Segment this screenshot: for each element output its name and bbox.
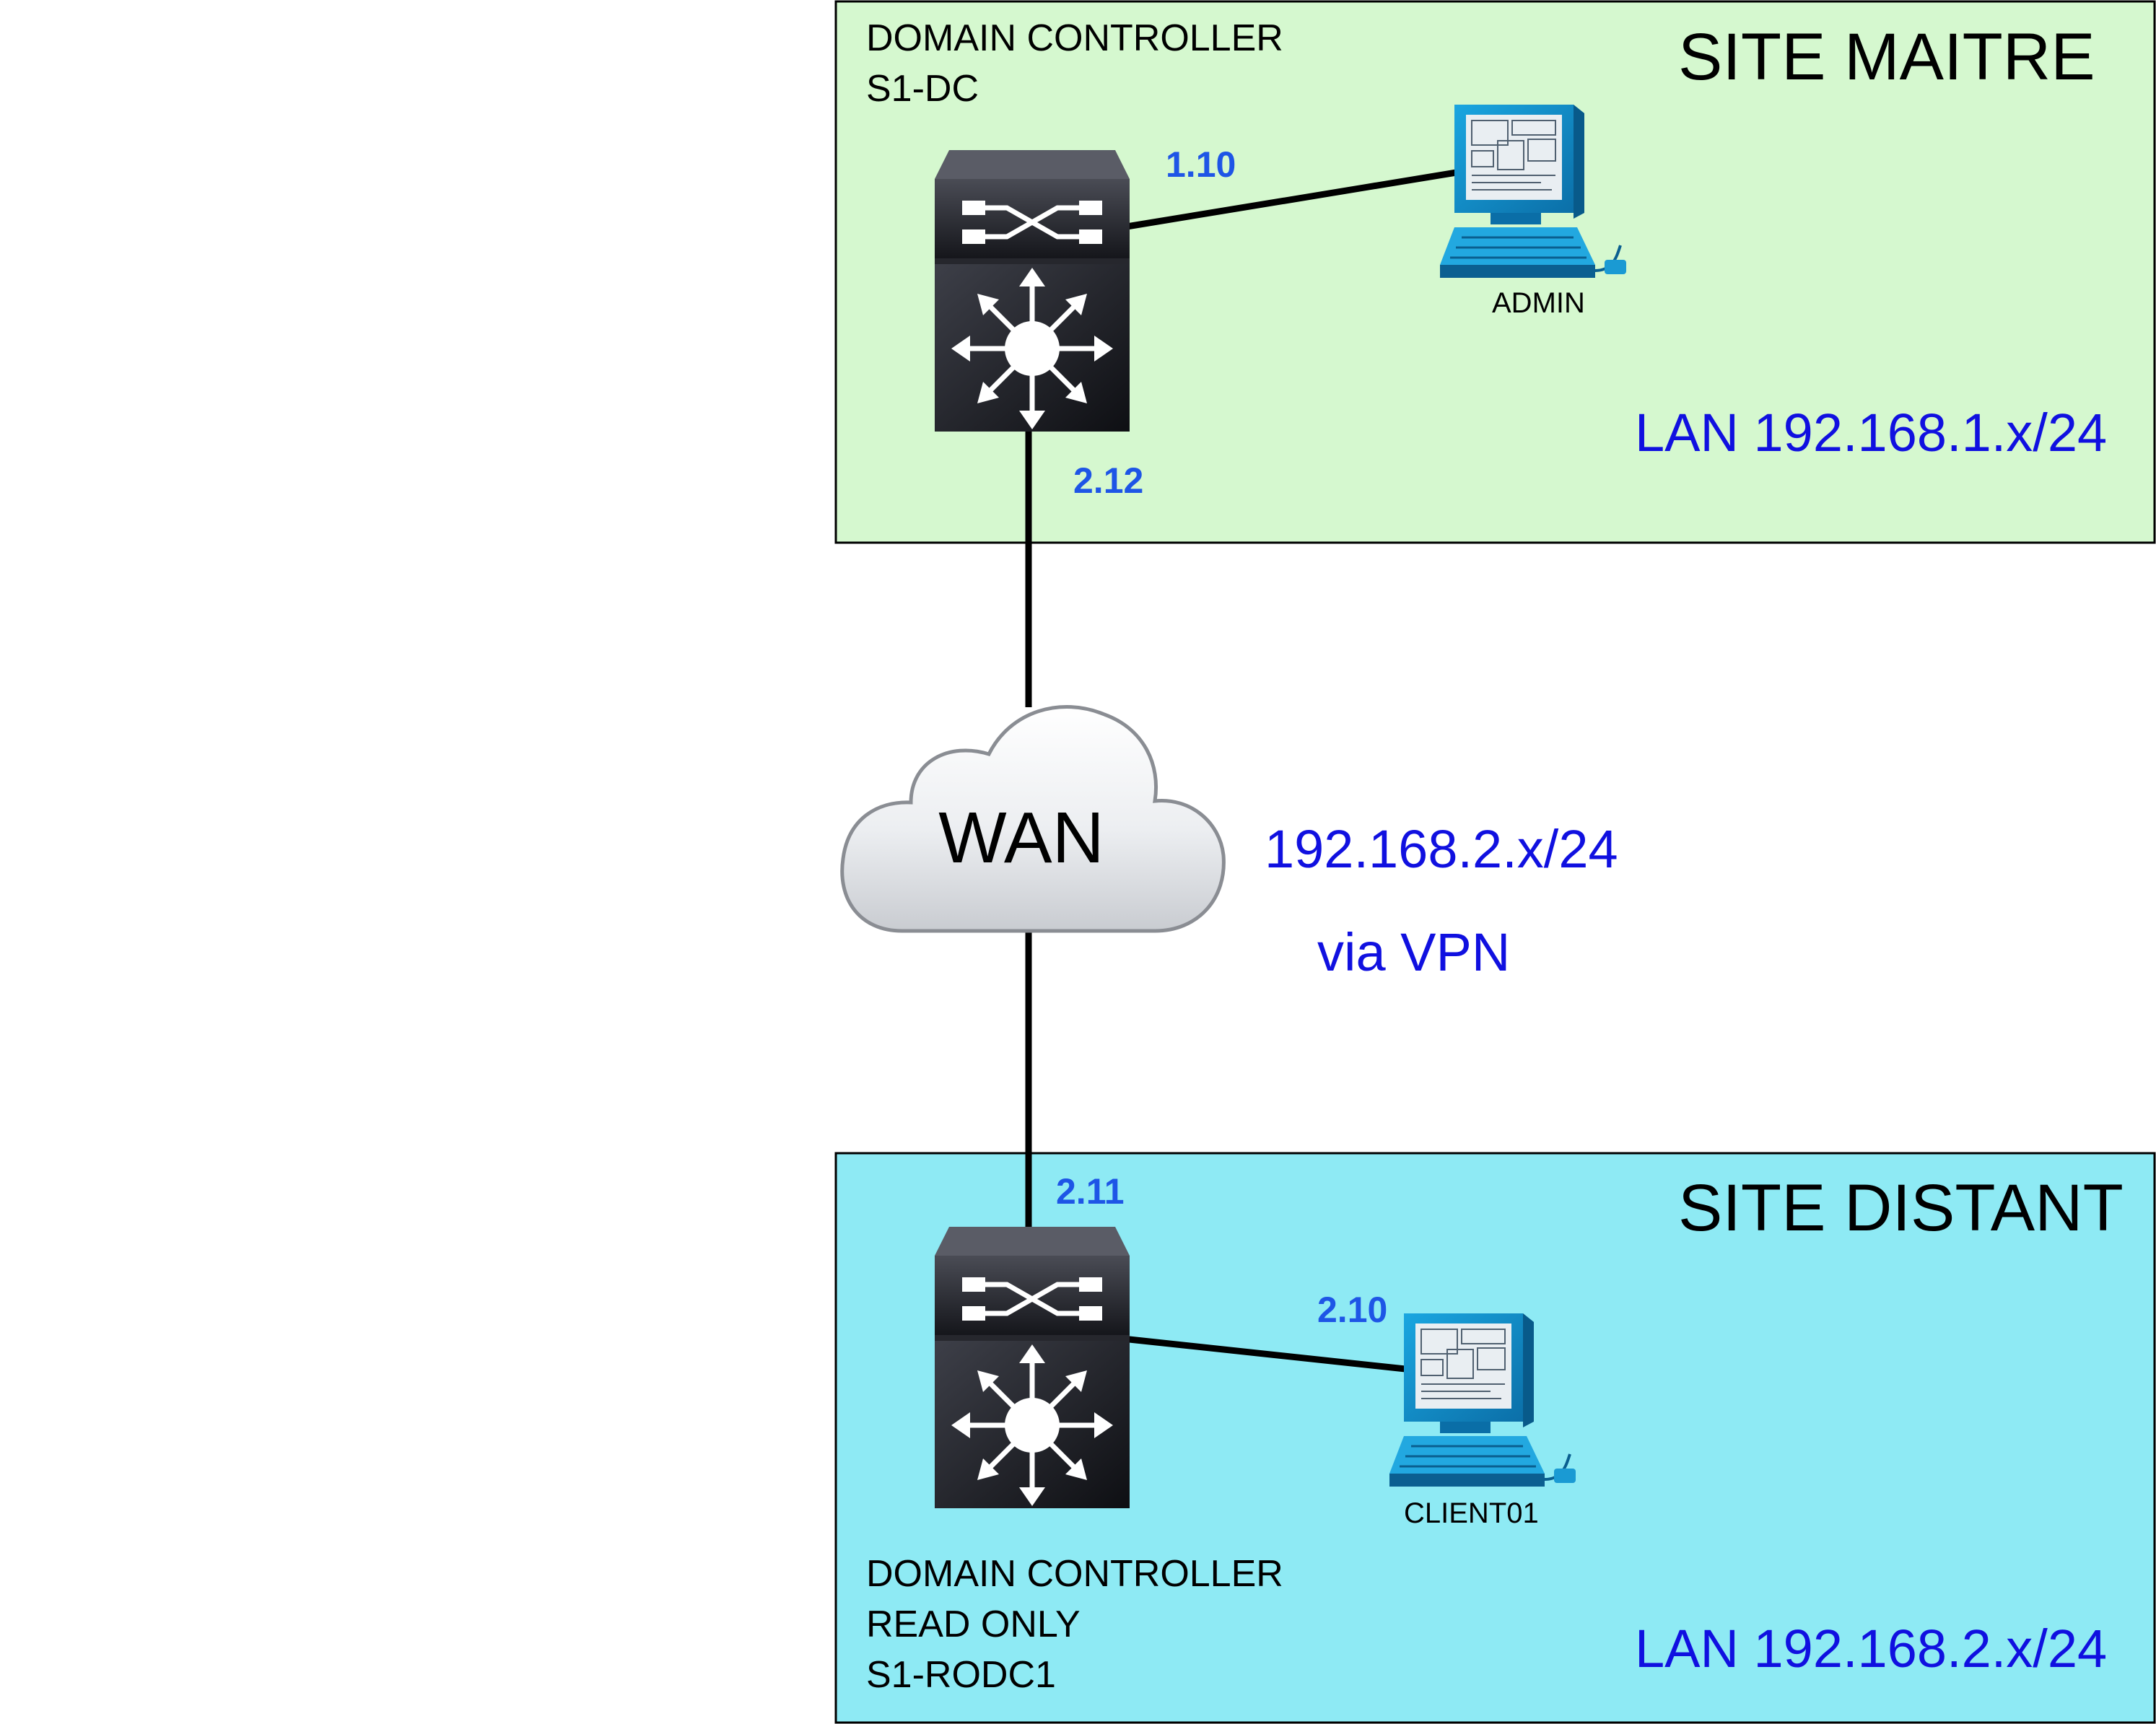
rodc-label-line1: DOMAIN CONTROLLER xyxy=(866,1553,1283,1595)
site-remote-title: SITE DISTANT xyxy=(1678,1171,2124,1245)
cloud-icon xyxy=(840,705,1226,933)
layer3-switch-icon-s1-dc xyxy=(935,150,1130,432)
s1-dc-label-line1: DOMAIN CONTROLLER xyxy=(866,17,1283,59)
ip-admin-link: 1.10 xyxy=(1166,144,1236,185)
wan-label: WAN xyxy=(938,797,1104,878)
site-master-title: SITE MAITRE xyxy=(1678,20,2095,94)
ip-client-link: 2.10 xyxy=(1317,1290,1387,1330)
s1-dc-label-line2: S1-DC xyxy=(866,68,979,110)
client-pc-label: CLIENT01 xyxy=(1404,1497,1539,1529)
ip-dc-wan-link: 2.12 xyxy=(1073,460,1143,501)
rodc-label-line2: READ ONLY xyxy=(866,1603,1081,1645)
ip-rodc-wan-link: 2.11 xyxy=(1056,1171,1125,1212)
rodc-label-line3: S1-RODC1 xyxy=(866,1654,1056,1696)
site-master-lan: LAN 192.168.1.x/24 xyxy=(1635,403,2107,463)
wan-network: 192.168.2.x/24 xyxy=(1265,819,1618,879)
admin-pc-label: ADMIN xyxy=(1492,287,1585,319)
layer3-switch-icon-s1-rodc1 xyxy=(935,1227,1130,1508)
link-dc-admin xyxy=(1122,167,1466,231)
site-remote-lan: LAN 192.168.2.x/24 xyxy=(1635,1619,2107,1679)
link-rodc-client xyxy=(1122,1335,1426,1375)
wan-via: via VPN xyxy=(1317,922,1510,982)
